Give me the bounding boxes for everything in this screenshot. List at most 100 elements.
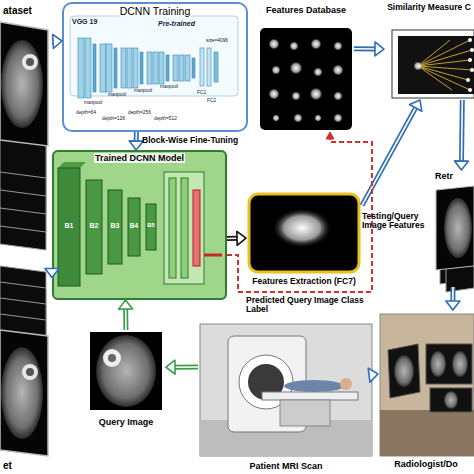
- similarity-rays-part-part: [418, 66, 470, 90]
- node-title: Features Extraction (FC7): [251, 277, 356, 287]
- vgg-network-part: [159, 52, 164, 84]
- arrow-shaft-inner: [362, 107, 416, 205]
- part-label: B5: [144, 222, 158, 229]
- flow-arrow: [166, 360, 198, 374]
- part-label: depth=256: [128, 110, 154, 115]
- mri-stack-top-part: [1, 40, 43, 128]
- similarity-box: Similarity Measure C: [384, 2, 474, 100]
- similarity-rays-part-part: [418, 66, 452, 90]
- node-title: DCNN Training: [119, 5, 192, 17]
- radiologist-photo-part: [426, 344, 472, 384]
- flow-arrow: [455, 100, 469, 170]
- flow-arrow: [52, 34, 62, 48]
- arrow-head: [237, 231, 246, 245]
- vgg-network-part: [173, 55, 178, 81]
- edge-label: Testing/Query Image Features: [362, 212, 430, 231]
- part-label: depth=64: [76, 110, 102, 115]
- part-label: B4: [128, 222, 140, 229]
- retrieved-stack: Retr: [432, 170, 474, 287]
- arrow-head: [326, 132, 334, 139]
- flow-arrow: [446, 287, 460, 310]
- feature-maps-part: [333, 41, 343, 51]
- similarity-rays-part: [468, 58, 472, 62]
- mri-stack-bottom-part: [22, 364, 38, 380]
- flow-arrow: [354, 42, 384, 56]
- arrow-shaft: [174, 365, 198, 370]
- trained-model-blocks-part: [52, 150, 227, 300]
- part-label: VGG 19: [72, 18, 112, 26]
- radiologist-photo-part: [430, 388, 472, 412]
- part-label: B3: [108, 222, 122, 230]
- mri-scanner-photo-part: [200, 324, 372, 456]
- feature-maps-part: [271, 65, 281, 75]
- arrow-shaft-inner: [461, 100, 463, 162]
- trained-model-blocks-part: [128, 198, 140, 256]
- arrow-shaft-inner: [227, 238, 238, 240]
- model-box: Trained DCNN Model: [52, 150, 227, 300]
- arrow-head: [368, 368, 378, 382]
- trained-model-blocks-part: [181, 178, 188, 278]
- feature-maps-part: [333, 91, 343, 101]
- vgg-network-part: [78, 38, 84, 98]
- vgg-network-part: [200, 48, 204, 86]
- query-mri-part: [103, 349, 121, 367]
- arrow-shaft: [354, 46, 376, 51]
- feature-maps-part: [332, 64, 344, 76]
- flow-arrow: [362, 100, 422, 205]
- arrow-head: [119, 300, 133, 309]
- part-label: FC2: [207, 98, 221, 103]
- mri-stack-top: [0, 22, 48, 250]
- mri-stack-bottom-part: [1, 347, 43, 439]
- arrow-shaft: [450, 287, 455, 302]
- flow-arrow: [119, 300, 133, 330]
- vgg-network-part: [179, 55, 184, 81]
- query-image: Query Image: [86, 330, 166, 428]
- fc7-feature-map-part: [272, 208, 332, 248]
- retrieved-stack-part: [436, 186, 474, 270]
- vgg-network-part: [153, 52, 158, 84]
- part-label: maxpool: [84, 100, 108, 105]
- arrow-shaft-inner: [125, 308, 127, 330]
- feature-maps-part: [289, 41, 299, 51]
- vgg-network-part: [192, 58, 195, 78]
- node-title: Query Image: [98, 417, 155, 427]
- vgg-network-part: [147, 52, 152, 84]
- part-label: maxpool: [160, 84, 184, 89]
- arrow-shaft-inner: [135, 132, 137, 142]
- arrow-head: [410, 100, 422, 111]
- part-label: size=4096: [206, 38, 236, 43]
- node-title: Similarity Measure C: [386, 3, 472, 13]
- mri-stack-top-part: [26, 58, 34, 66]
- flow-arrow: [129, 132, 143, 150]
- node-title: Trained DCNN Model: [94, 153, 185, 163]
- similarity-rays: [392, 30, 474, 98]
- retrieved-stack-part: [444, 198, 472, 258]
- node-title: Features Database: [265, 5, 347, 15]
- similarity-rays-part: [470, 68, 474, 72]
- node-title: Patient MRI Scan: [248, 461, 323, 471]
- trained-model-blocks: [52, 150, 227, 300]
- vgg-network-part: [127, 48, 132, 88]
- part-label: maxpool: [134, 88, 158, 93]
- radiologist-photo-part: [388, 344, 420, 398]
- node-title: Radiologist/Do: [393, 459, 459, 469]
- radiologist-photo-part: [380, 410, 474, 456]
- trained-model-blocks-part: [58, 168, 80, 286]
- mri-stack-top-part: [0, 22, 48, 146]
- arrow-shaft: [227, 236, 238, 241]
- feature-maps-part: [313, 67, 323, 77]
- arrow-shaft-inner: [354, 48, 376, 50]
- trained-model-blocks-part: [58, 162, 86, 168]
- edge-label: Predicted Query Image Class Label: [246, 296, 370, 315]
- feature-maps-part: [291, 91, 301, 101]
- vgg-network-part: [100, 44, 106, 92]
- vgg-network-part: [70, 16, 238, 96]
- similarity-rays-part: [392, 30, 474, 98]
- scan-photo: Patient MRI Scan: [198, 322, 374, 472]
- trained-model-blocks-part: [204, 254, 222, 257]
- radiologist-photo-part: [380, 314, 474, 456]
- arrow-shaft: [52, 39, 54, 44]
- mri-scanner-photo-part: [262, 392, 358, 400]
- feature-maps-part: [309, 87, 323, 101]
